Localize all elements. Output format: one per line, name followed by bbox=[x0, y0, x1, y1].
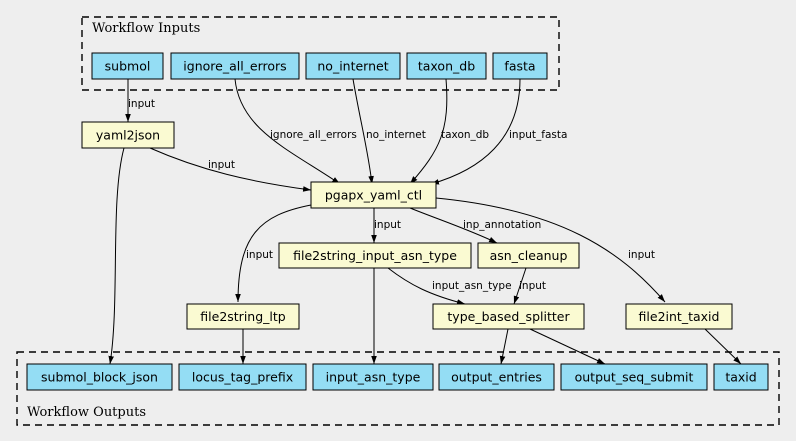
edge-pgapx-asn-cleanup bbox=[409, 207, 498, 244]
step-node-file2int-taxid-label: file2int_taxid bbox=[639, 309, 720, 324]
edge-label-asn-cleanup-splitter: input bbox=[519, 280, 546, 292]
step-node-type-based-splitter-label: type_based_splitter bbox=[447, 309, 570, 324]
edge-yaml2json-submol-block bbox=[108, 147, 125, 365]
output-node-submol-block-json-label: submol_block_json bbox=[41, 370, 158, 385]
edge-label-pgapx-asn-cleanup: inp_annotation bbox=[463, 219, 541, 231]
edge-yaml2json-pgapx bbox=[149, 147, 312, 192]
output-node-input-asn-type-label: input_asn_type bbox=[326, 370, 421, 385]
output-node-submol-block-json[interactable]: submol_block_json bbox=[26, 363, 173, 391]
edge-pgapx-file2int bbox=[435, 197, 666, 303]
step-node-asn-cleanup-label: asn_cleanup bbox=[490, 248, 568, 263]
input-node-fasta-label: fasta bbox=[504, 59, 535, 74]
workflow-inputs-title: Workflow Inputs bbox=[92, 21, 200, 36]
step-node-yaml2json[interactable]: yaml2json bbox=[81, 121, 175, 149]
edge-ignore-pgapx bbox=[234, 78, 341, 185]
output-node-output-seq-submit[interactable]: output_seq_submit bbox=[560, 363, 708, 391]
edge-file2string-input-splitter bbox=[387, 267, 466, 305]
workflow-outputs-title: Workflow Outputs bbox=[27, 405, 146, 420]
edge-label-taxondb-pgapx: taxon_db bbox=[441, 129, 489, 141]
input-node-taxon-db[interactable]: taxon_db bbox=[406, 52, 487, 80]
output-node-locus-tag-prefix[interactable]: locus_tag_prefix bbox=[178, 363, 307, 391]
step-node-file2string-input-asn-type[interactable]: file2string_input_asn_type bbox=[278, 242, 472, 269]
step-node-asn-cleanup[interactable]: asn_cleanup bbox=[477, 242, 580, 269]
edge-label-yaml2json-pgapx: input bbox=[208, 159, 235, 171]
input-node-submol-label: submol bbox=[105, 59, 151, 74]
step-node-file2int-taxid[interactable]: file2int_taxid bbox=[625, 303, 733, 330]
step-node-file2string-ltp-label: file2string_ltp bbox=[200, 309, 285, 324]
output-node-output-entries[interactable]: output_entries bbox=[438, 363, 555, 391]
edge-label-pgapx-file2int: input bbox=[628, 249, 655, 261]
edge-label-fasta-pgapx: input_fasta bbox=[509, 129, 567, 141]
step-node-file2string-ltp[interactable]: file2string_ltp bbox=[186, 303, 300, 330]
input-node-ignore-all-errors-label: ignore_all_errors bbox=[183, 59, 286, 74]
edge-fasta-pgapx bbox=[430, 78, 521, 185]
edge-pgapx-file2string-ltp bbox=[235, 204, 312, 303]
step-node-pgapx-yaml-ctl[interactable]: pgapx_yaml_ctl bbox=[310, 181, 437, 209]
edge-label-nointernet-pgapx: no_internet bbox=[366, 129, 426, 141]
edge-label-pgapx-file2string-input: input bbox=[374, 219, 401, 231]
edge-label-file2string-input-splitter: input_asn_type bbox=[432, 280, 512, 292]
step-node-yaml2json-label: yaml2json bbox=[96, 128, 160, 143]
input-node-submol[interactable]: submol bbox=[91, 52, 164, 80]
edge-label-ignore-pgapx: ignore_all_errors bbox=[270, 129, 357, 141]
edge-taxondb-pgapx bbox=[409, 78, 448, 185]
output-node-taxid[interactable]: taxid bbox=[713, 363, 769, 391]
edge-label-pgapx-file2string-ltp: input bbox=[246, 249, 273, 261]
step-node-type-based-splitter[interactable]: type_based_splitter bbox=[432, 303, 585, 330]
edges: input ignore_all_errors no_internet taxo… bbox=[108, 78, 742, 365]
edge-splitter-output-seq-submit bbox=[529, 328, 606, 365]
input-node-taxon-db-label: taxon_db bbox=[418, 59, 475, 74]
input-node-no-internet[interactable]: no_internet bbox=[305, 52, 401, 80]
step-node-pgapx-yaml-ctl-label: pgapx_yaml_ctl bbox=[325, 188, 422, 203]
edge-file2int-taxid bbox=[704, 328, 742, 365]
output-node-output-seq-submit-label: output_seq_submit bbox=[575, 370, 694, 385]
input-node-no-internet-label: no_internet bbox=[317, 59, 388, 74]
workflow-outputs-cluster: Workflow Outputs bbox=[16, 351, 780, 426]
edge-label-submol-yaml2json: input bbox=[128, 98, 155, 110]
output-node-output-entries-label: output_entries bbox=[451, 370, 542, 385]
edge-nointernet-pgapx bbox=[352, 78, 374, 185]
output-node-taxid-label: taxid bbox=[725, 370, 756, 385]
edge-asn-cleanup-splitter bbox=[513, 267, 527, 305]
output-node-locus-tag-prefix-label: locus_tag_prefix bbox=[192, 370, 293, 385]
output-node-input-asn-type[interactable]: input_asn_type bbox=[312, 363, 434, 391]
step-node-file2string-input-asn-type-label: file2string_input_asn_type bbox=[293, 248, 457, 263]
input-node-ignore-all-errors[interactable]: ignore_all_errors bbox=[170, 52, 300, 80]
workflow-inputs-cluster: Workflow Inputs bbox=[81, 16, 560, 91]
input-node-fasta[interactable]: fasta bbox=[492, 52, 548, 80]
edge-splitter-output-entries bbox=[499, 328, 509, 365]
